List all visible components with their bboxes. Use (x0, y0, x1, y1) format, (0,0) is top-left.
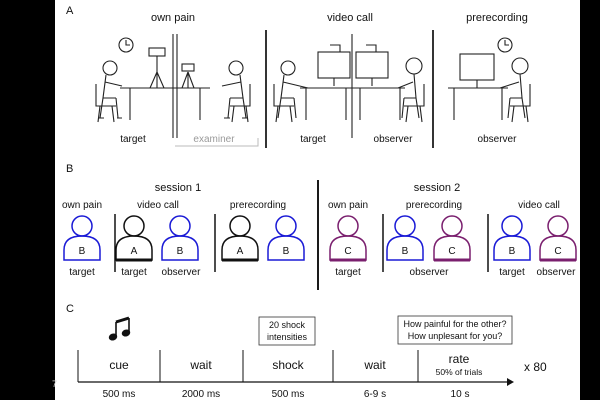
role-label: observer (410, 267, 450, 278)
examiner-head (228, 60, 244, 76)
person-figure: C (329, 215, 367, 262)
heading-own-pain: own pain (151, 12, 195, 24)
clock-icon (497, 37, 513, 53)
session-1-title: session 1 (155, 182, 201, 194)
b-heading-s2-video: video call (518, 200, 560, 211)
margin-mark: 7 (52, 379, 57, 389)
repeat-count: x 80 (524, 360, 547, 374)
shock-info-box (258, 316, 316, 346)
duration-label: 10 s (451, 389, 470, 400)
step-rate: rate (449, 352, 470, 366)
person-figure: B (63, 215, 101, 261)
role-label: target (121, 267, 147, 278)
role-label: observer (162, 267, 202, 278)
person-figure: C (539, 215, 577, 262)
rate-note: 50% of trials (436, 367, 483, 377)
person-figure: B (161, 215, 199, 261)
person-letter: C (448, 246, 455, 257)
person-letter: A (237, 246, 244, 257)
heading-video-call: video call (327, 12, 373, 24)
person-figure: B (267, 215, 305, 261)
session-2-title: session 2 (414, 182, 460, 194)
b-heading-s1-own: own pain (62, 200, 102, 211)
panel-b-letter: B (66, 163, 73, 175)
question-line-1: How painful for the other? (403, 319, 506, 329)
duration-label: 500 ms (103, 389, 136, 400)
role-label: target (335, 267, 361, 278)
person-letter: B (509, 246, 516, 257)
person-letter: B (402, 246, 409, 257)
scene-prerecording (448, 37, 531, 123)
monitor-left (317, 51, 351, 79)
person-letter: B (177, 246, 184, 257)
b-heading-s1-pre: prerecording (230, 200, 286, 211)
monitor-prerec (459, 53, 495, 81)
label-prerec-observer: observer (478, 134, 518, 145)
step-shock: shock (272, 358, 304, 372)
person-figure: C (433, 215, 471, 262)
monitor-right (355, 51, 389, 79)
step-wait-2: wait (363, 358, 386, 372)
person-figure: B (386, 215, 424, 261)
label-own-pain-target: target (120, 134, 146, 145)
role-label: observer (537, 267, 577, 278)
scene-video-call (273, 34, 425, 138)
duration-label: 6-9 s (364, 389, 386, 400)
timeline-arrowhead (507, 378, 514, 386)
left-black-margin (0, 0, 55, 400)
clock-icon (118, 37, 134, 53)
label-video-observer: observer (374, 134, 414, 145)
label-video-target: target (300, 134, 326, 145)
role-label: target (69, 267, 95, 278)
person-letter: A (131, 246, 138, 257)
question-box (397, 315, 513, 345)
shock-box-line-1: 20 shock (269, 320, 306, 330)
target-head (102, 60, 118, 76)
person-figure: A (115, 215, 153, 262)
b-heading-s2-pre: prerecording (406, 200, 462, 211)
role-label: target (499, 267, 525, 278)
person-letter: B (79, 246, 86, 257)
person-letter: C (344, 246, 351, 257)
scene-own-pain (95, 34, 251, 138)
right-black-margin (580, 0, 600, 400)
camera-icon (148, 47, 166, 57)
b-heading-s2-own: own pain (328, 200, 368, 211)
step-wait-1: wait (189, 358, 212, 372)
panel-c-letter: C (66, 303, 74, 315)
heading-prerecording: prerecording (466, 12, 528, 24)
question-line-2: How unplesant for you? (408, 331, 503, 341)
step-cue: cue (109, 358, 129, 372)
person-figure: A (221, 215, 259, 262)
label-examiner: examiner (193, 134, 235, 145)
margin-overlay: 7 (52, 379, 57, 389)
b-heading-s1-video: video call (137, 200, 179, 211)
shock-box-line-2: intensities (267, 332, 308, 342)
examiner-box (175, 138, 259, 147)
music-note-icon (108, 316, 131, 341)
duration-label: 2000 ms (182, 389, 220, 400)
duration-label: 500 ms (272, 389, 305, 400)
panel-a-letter: A (66, 5, 74, 17)
person-letter: C (554, 246, 561, 257)
person-figure: B (493, 215, 531, 261)
person-letter: B (283, 246, 290, 257)
